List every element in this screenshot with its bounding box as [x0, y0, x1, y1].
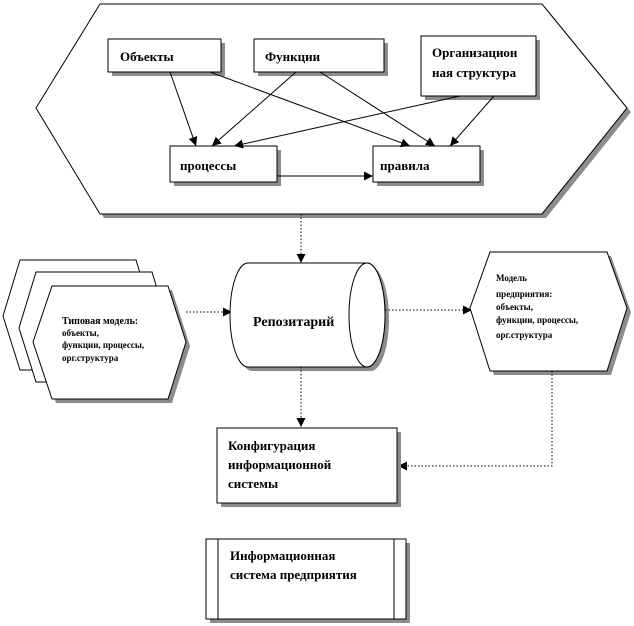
rules-box[interactable]: правила	[372, 145, 484, 186]
arrow-objects-to-rules	[209, 71, 411, 148]
objects-label: Объекты	[120, 49, 174, 64]
functions-label: Функции	[265, 49, 321, 64]
functions-box[interactable]: Функции	[253, 38, 388, 76]
typical-model-line1: объекты,	[62, 328, 99, 338]
typical-model-title: Типовая модель:	[62, 316, 138, 327]
configuration-label-line2: информационной	[228, 457, 332, 472]
arrow-functions-to-rules	[319, 71, 436, 147]
enterprise-model-title-line2: предприятия:	[496, 289, 552, 299]
enterprise-model[interactable]: Модель предприятия: объекты, функции, пр…	[469, 251, 631, 375]
enterprise-model-line1: объекты,	[496, 302, 533, 312]
enterprise-system-label-line2: система предприятия	[230, 567, 357, 582]
processes-box[interactable]: процессы	[169, 145, 281, 186]
org-structure-label-line2: ная структура	[432, 65, 517, 80]
enterprise-model-line3: орг.структура	[496, 330, 553, 340]
top-hexagon-group: Объекты Функции Организацион ная структу…	[35, 3, 631, 218]
typical-model-line3: орг.структура	[62, 353, 119, 363]
arrow-org-to-rules	[449, 95, 495, 147]
configuration-box[interactable]: Конфигурация информационной системы	[216, 427, 401, 507]
enterprise-system-box[interactable]: Информационная система предприятия	[205, 538, 410, 623]
repository-label: Репозитарий	[253, 315, 334, 330]
typical-model-hex-front	[32, 285, 187, 400]
enterprise-model-title-line1: Модель	[496, 273, 527, 283]
objects-box[interactable]: Объекты	[107, 38, 225, 76]
org-structure-box[interactable]: Организацион ная структура	[420, 35, 540, 100]
rules-label: правила	[380, 158, 430, 173]
arrow-functions-to-processes	[211, 71, 297, 147]
enterprise-system-label-line1: Информационная	[230, 548, 335, 563]
configuration-label-line1: Конфигурация	[228, 438, 315, 453]
repository-cylinder[interactable]: Репозитарий	[229, 262, 389, 371]
arrow-enterprise-model-to-configuration	[398, 371, 553, 471]
configuration-label-line3: системы	[228, 476, 278, 491]
arrow-org-to-processes	[233, 95, 461, 149]
top-hexagon	[35, 3, 628, 215]
enterprise-model-line2: функции, процессы,	[496, 315, 578, 325]
processes-label: процессы	[180, 158, 236, 173]
typical-model-stack[interactable]: Типовая модель: объекты, функции, процес…	[2, 259, 190, 403]
arrow-objects-to-processes	[169, 71, 198, 147]
org-structure-label-line1: Организацион	[432, 45, 518, 60]
typical-model-line2: функции, процессы,	[62, 340, 144, 350]
